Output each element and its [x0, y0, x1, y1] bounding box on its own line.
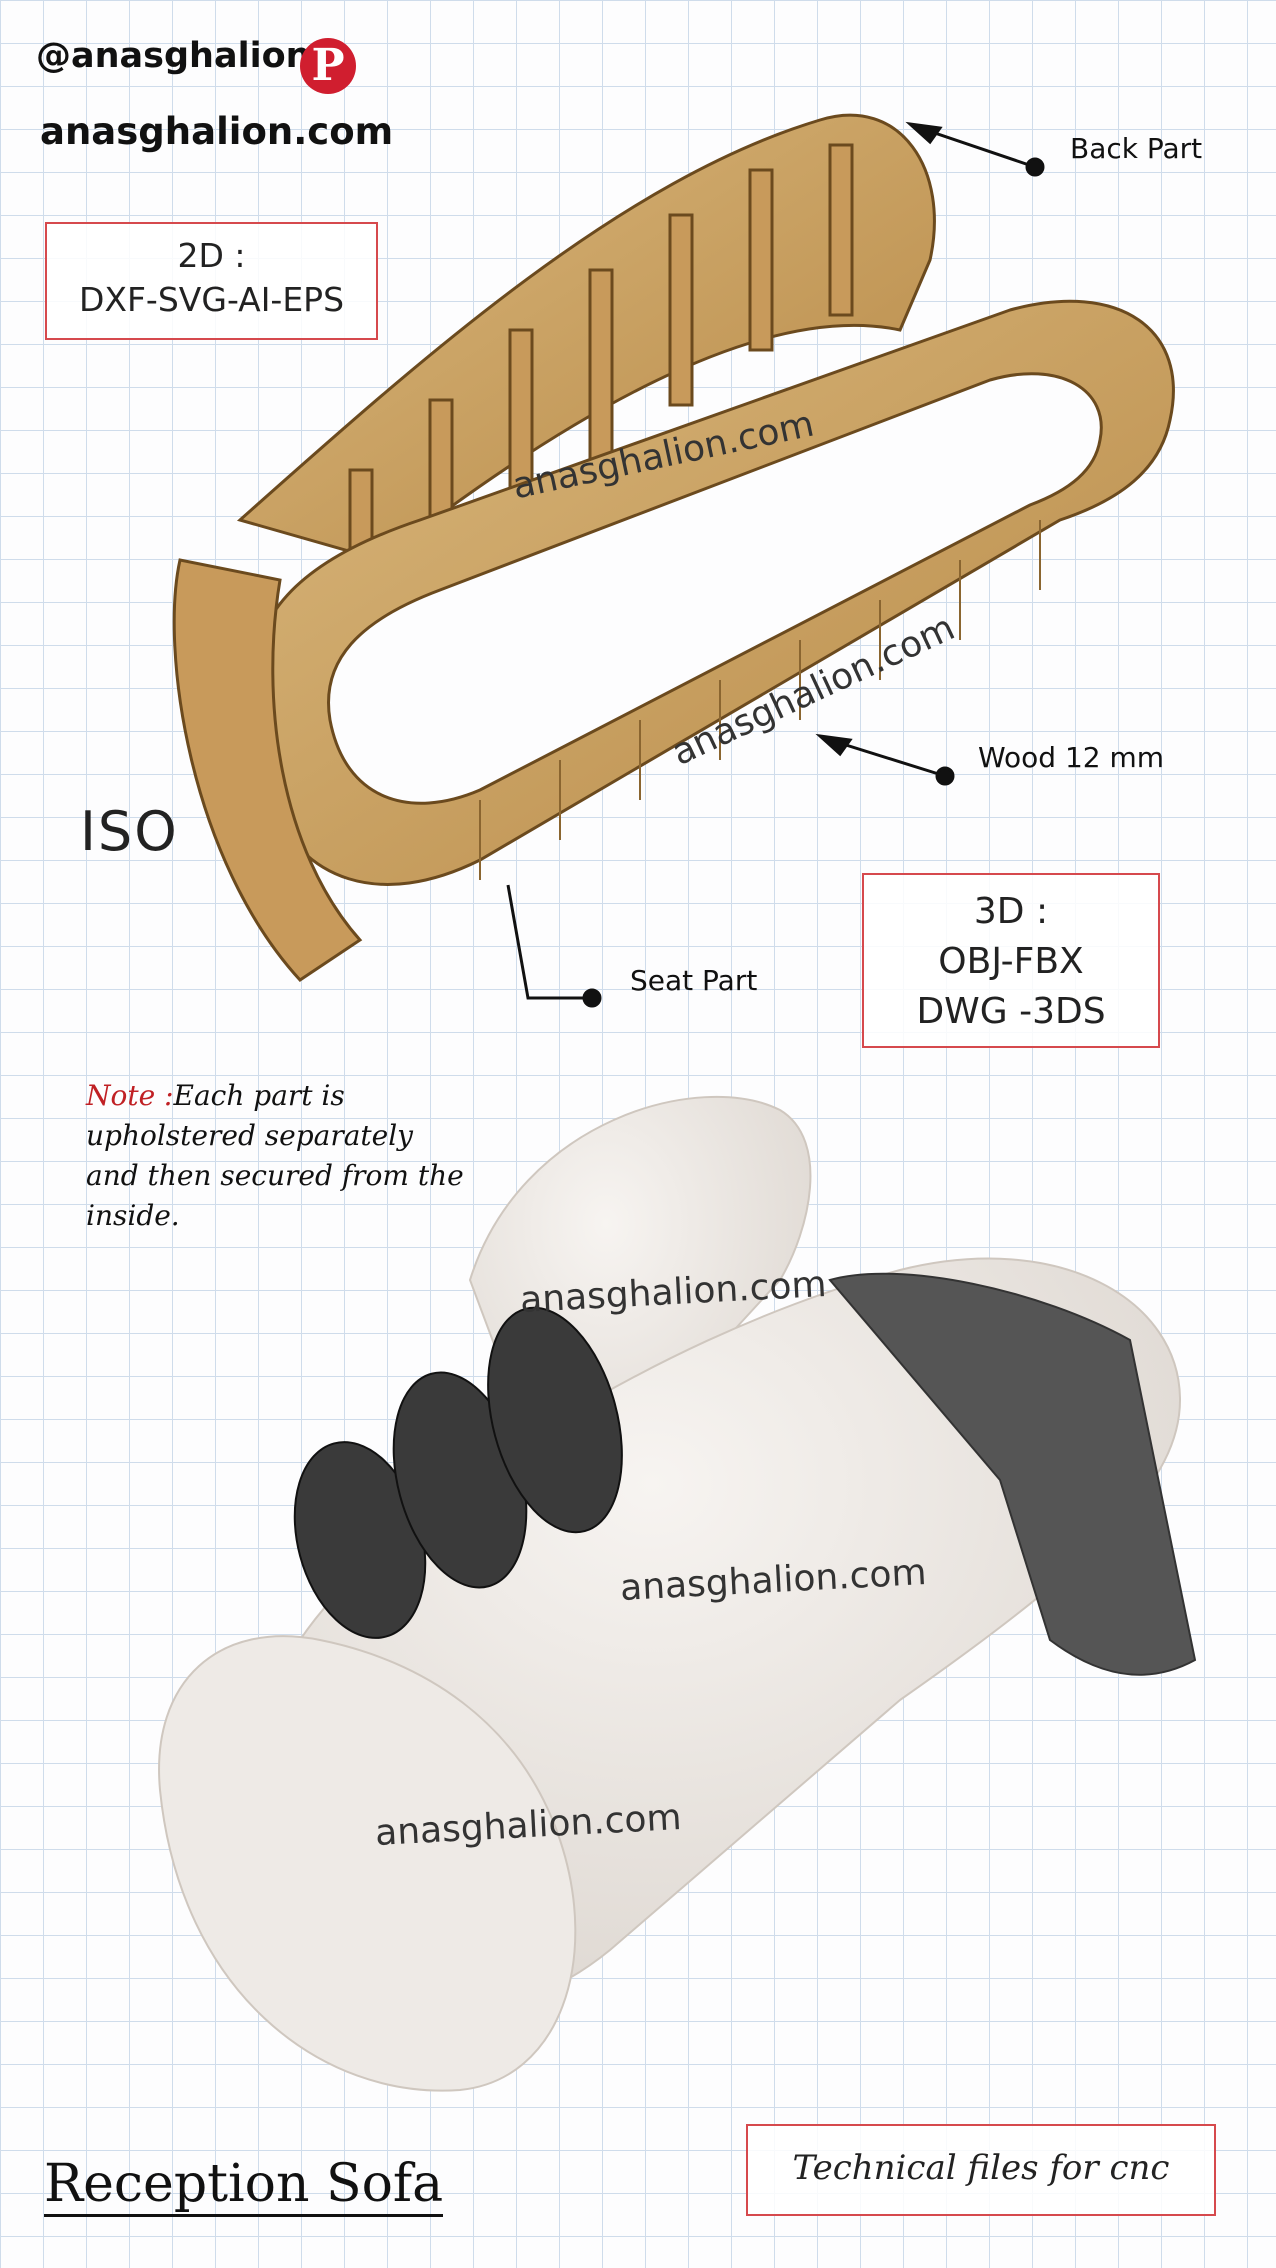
- product-title: Reception Sofa: [44, 2154, 444, 2217]
- assembly-note: Note :Each part is upholstered separatel…: [86, 1076, 466, 1236]
- note-prefix: Note :: [86, 1079, 174, 1112]
- format-3d-list-1: OBJ-FBX: [938, 941, 1084, 982]
- cnc-files-box: Technical files for cnc: [746, 2124, 1216, 2216]
- seat-part-frame: [172, 299, 1175, 982]
- format-2d-list: DXF-SVG-AI-EPS: [78, 280, 345, 319]
- view-label: ISO: [80, 800, 179, 863]
- upholstered-sofa: [158, 1095, 1197, 2092]
- back-part-label: Back Part: [1070, 132, 1203, 165]
- pinterest-handle[interactable]: @anasghalion: [36, 36, 311, 76]
- wood-thickness-label: Wood 12 mm: [978, 741, 1165, 774]
- format-box-2d: 2D : DXF-SVG-AI-EPS: [45, 222, 378, 340]
- seat-part-label: Seat Part: [630, 964, 758, 997]
- format-box-3d: 3D : OBJ-FBX DWG -3DS: [862, 873, 1160, 1048]
- format-2d-heading: 2D :: [177, 236, 246, 275]
- format-3d-list-2: DWG -3DS: [916, 991, 1106, 1032]
- pinterest-icon[interactable]: P: [300, 38, 356, 94]
- website-link[interactable]: anasghalion.com: [40, 110, 394, 153]
- note-text: Each part is upholstered separately and …: [86, 1079, 464, 1232]
- format-3d-heading: 3D :: [973, 891, 1049, 932]
- callout-lines: [506, 121, 1045, 1008]
